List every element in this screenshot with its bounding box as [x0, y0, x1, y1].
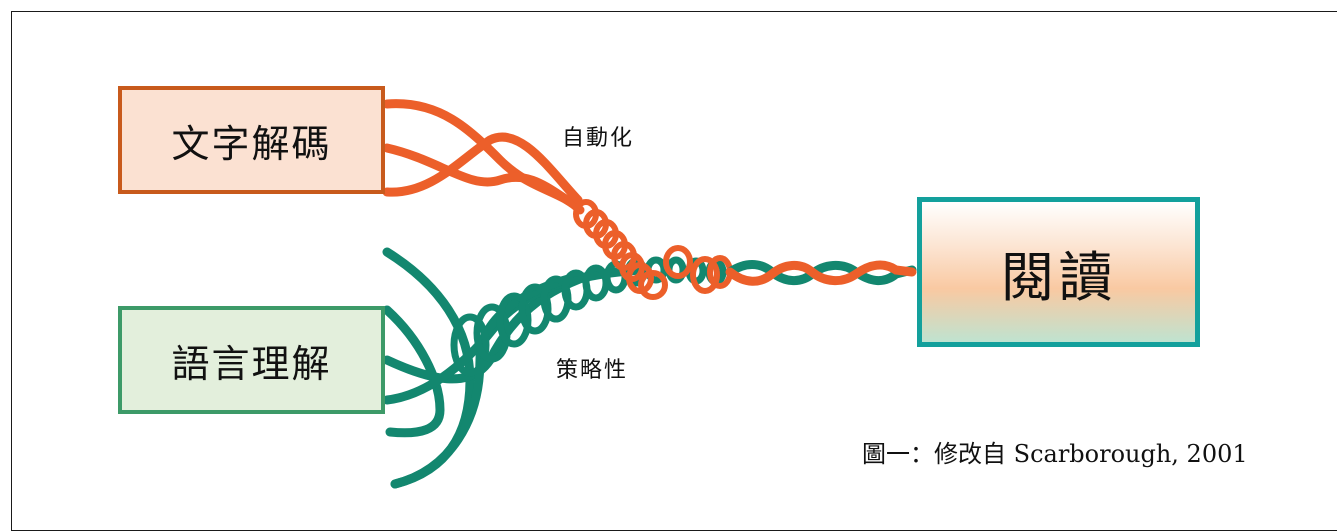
decoding-strand-3 — [382, 132, 583, 205]
reading-box: 閱讀 — [917, 197, 1200, 347]
reading-label: 閱讀 — [1000, 245, 1117, 309]
braided-rope — [725, 260, 917, 286]
comprehension-strand-2 — [382, 305, 445, 438]
language-comprehension-box: 語言理解 — [118, 306, 385, 414]
strategic-label: 策略性 — [556, 358, 629, 383]
decoding-twist — [573, 199, 733, 300]
decoding-strands — [382, 99, 585, 215]
word-decoding-label: 文字解碼 — [171, 121, 332, 166]
reading-rope-illustration — [382, 99, 917, 489]
word-decoding-box: 文字解碼 — [118, 86, 385, 194]
automaticity-label: 自動化 — [562, 126, 635, 151]
language-comprehension-label: 語言理解 — [171, 341, 332, 386]
figure-caption: 圖一：修改自 Scarborough, 2001 — [862, 440, 1248, 468]
decoding-strand-2 — [382, 143, 580, 210]
